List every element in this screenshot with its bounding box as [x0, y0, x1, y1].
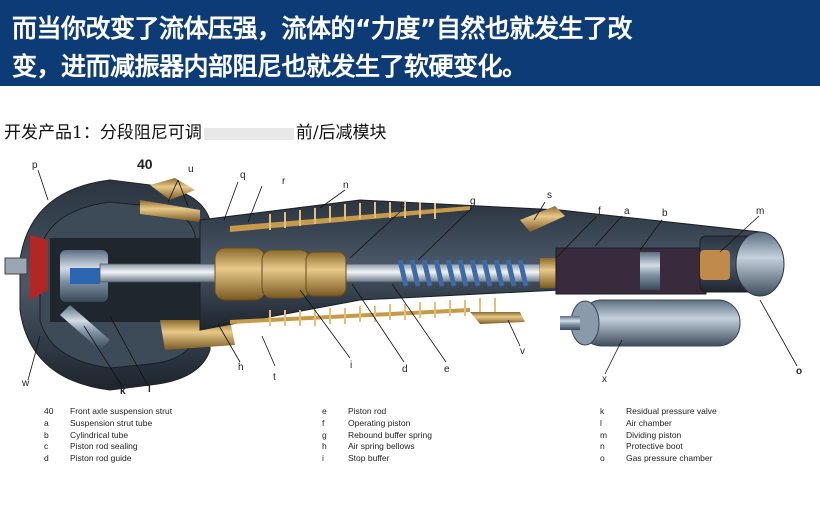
external-reservoir — [560, 299, 741, 347]
subtitle-right: 前/后减模块 — [295, 123, 387, 143]
callout-q: q — [240, 170, 246, 181]
dividing-piston — [640, 252, 660, 290]
callout-a: a — [624, 206, 630, 217]
redacted-area — [203, 127, 294, 140]
callout-x: x — [602, 374, 607, 385]
rebound-spring — [397, 259, 529, 287]
leader-lines — [27, 169, 798, 387]
subtitle-left: 开发产品1：分段阻尼可调 — [4, 123, 202, 143]
callout-h: h — [238, 362, 244, 373]
operating-piston — [540, 258, 556, 288]
callout-l: l — [148, 384, 151, 395]
callout-t: t — [273, 372, 276, 383]
callout-b: b — [662, 208, 668, 219]
callout-p: p — [32, 160, 38, 171]
callout-40: 40 — [137, 156, 153, 172]
strut-cutaway-diagram — [4, 169, 798, 391]
callout-k: k — [120, 386, 126, 397]
callout-v: v — [520, 346, 525, 357]
callout-w: w — [22, 378, 30, 389]
callout-s: s — [547, 190, 552, 201]
callout-r: r — [282, 176, 286, 187]
callout-e: e — [444, 364, 450, 375]
callout-m: m — [756, 206, 765, 217]
section-subtitle: 开发产品1：分段阻尼可调 前/后减模块 — [4, 118, 387, 143]
banner-line-2: 变，进而减振器内部阻尼也就发生了软硬变化。 — [12, 52, 527, 81]
cylindrical-tube — [555, 247, 707, 295]
callout-c: c — [400, 200, 405, 211]
banner-line-1: 而当你改变了流体压强，流体的“力度”自然也就发生了改 — [12, 14, 632, 43]
top-mount — [4, 179, 235, 391]
stop-buffer — [214, 247, 347, 301]
callout-g: g — [470, 196, 476, 207]
air-inlet — [520, 206, 565, 232]
gas-pressure-chamber — [699, 231, 785, 297]
callout-u: u — [188, 164, 194, 175]
air-spring-bellows-end — [470, 312, 525, 324]
callout-n: n — [343, 180, 349, 191]
protective-boot — [269, 202, 496, 326]
callout-i: i — [350, 360, 353, 371]
callout-o: o — [796, 366, 803, 377]
callout-f: f — [598, 206, 601, 217]
title-banner: 而当你改变了流体压强，流体的“力度”自然也就发生了改 变，进而减振器内部阻尼也就… — [0, 0, 820, 86]
callout-d: d — [402, 364, 408, 375]
